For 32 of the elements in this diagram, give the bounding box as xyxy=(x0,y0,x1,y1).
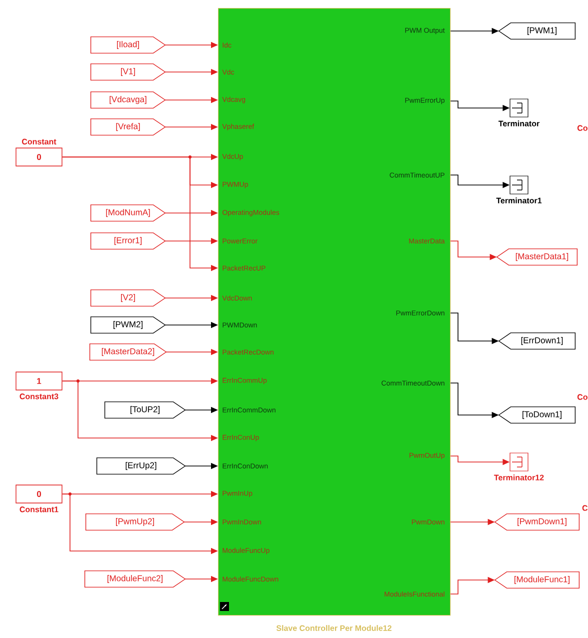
goto-tag: [PWM1] xyxy=(498,22,576,40)
cut-off-label: Co xyxy=(577,125,588,131)
from-tag: [MasterData2] xyxy=(89,343,167,361)
block-name: Constant3 xyxy=(20,394,58,400)
from-tag: [Vdcavga] xyxy=(90,91,166,109)
from-tag: [Error1] xyxy=(90,232,166,250)
from-tag: [PwmUp2] xyxy=(85,513,185,531)
goto-tag: [PwmDown1] xyxy=(494,513,580,531)
from-tag: [PWM2] xyxy=(90,316,166,334)
constant-block: 1 xyxy=(16,372,62,390)
from-tag: [ModuleFunc2] xyxy=(84,570,186,588)
block-caption: Slave Controller Per Module12 xyxy=(276,625,392,631)
block-name: Constant xyxy=(22,138,56,144)
goto-tag: [ToDown1] xyxy=(498,406,576,424)
block-name: Terminator12 xyxy=(494,474,544,480)
from-tag: [V2] xyxy=(90,289,166,307)
constant-block: 0 xyxy=(16,484,62,504)
block-name: Terminator1 xyxy=(496,198,542,204)
cut-off-label: Co xyxy=(577,394,588,400)
from-tag: [ToUP2] xyxy=(104,401,186,419)
cut-off-label: C xyxy=(582,505,588,511)
goto-tag: [MasterData1] xyxy=(496,248,578,266)
from-tag: [ErrUp2] xyxy=(96,457,186,475)
from-tag: [Iload] xyxy=(90,36,166,54)
from-tag: [V1] xyxy=(90,63,166,81)
goto-tag: [ModuleFunc1] xyxy=(494,571,580,589)
from-tag: [Vrefa] xyxy=(90,118,166,136)
block-name: Constant1 xyxy=(20,506,58,512)
goto-tag: [ErrDown1] xyxy=(498,332,576,350)
from-tag: [ModNumA] xyxy=(90,204,166,222)
block-name: Terminator xyxy=(498,120,540,126)
constant-block: 0 xyxy=(16,148,62,166)
